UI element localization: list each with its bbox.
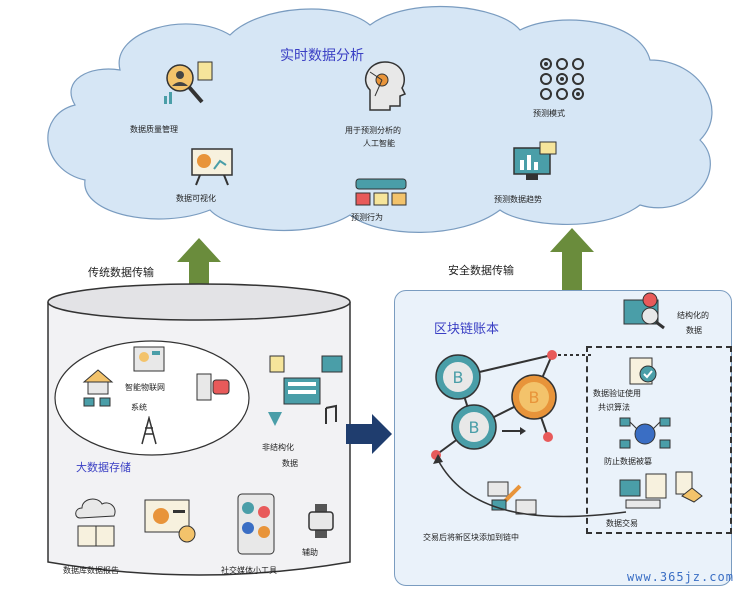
anti-tamper-label: 防止数据被篡 bbox=[604, 457, 652, 466]
append-label: 交易后将新区块添加到链中 bbox=[423, 533, 519, 542]
social-phone-icon bbox=[237, 493, 275, 555]
traditional-transfer-arrow bbox=[177, 238, 221, 308]
pattern-grid-icon bbox=[540, 58, 584, 100]
iot-server-icon bbox=[196, 373, 230, 401]
database-cloud-icon bbox=[75, 498, 116, 547]
append-curve-arrow bbox=[433, 454, 627, 518]
traditional-transfer-label: 传统数据传输 bbox=[88, 266, 154, 279]
unstructured-label-line2: 数据 bbox=[282, 459, 298, 468]
anti-tamper-network-icon bbox=[619, 417, 671, 449]
to-blockchain-arrow bbox=[346, 414, 392, 454]
ai-label-line1: 用于预测分析的 bbox=[345, 126, 401, 135]
power-tower-icon bbox=[141, 416, 157, 445]
handshake-document-icon bbox=[675, 471, 703, 503]
structured-label-line1: 结构化的 bbox=[677, 311, 709, 320]
consensus-label-line2: 共识算法 bbox=[598, 403, 630, 412]
trend-monitor-icon bbox=[513, 141, 557, 180]
cloud-title: 实时数据分析 bbox=[280, 48, 364, 64]
ai-head-icon bbox=[364, 61, 407, 111]
behavior-blocks-icon bbox=[355, 178, 407, 206]
trend-label: 预测数据趋势 bbox=[494, 195, 542, 204]
structured-data-icon bbox=[623, 292, 665, 330]
consensus-clipboard-icon bbox=[629, 357, 657, 385]
smart-home-icon bbox=[82, 369, 114, 407]
ai-label-line2: 人工智能 bbox=[363, 139, 395, 148]
big-data-title: 大数据存储 bbox=[76, 461, 131, 474]
iot-device-icon bbox=[133, 346, 165, 372]
blockchain-title: 区块链账本 bbox=[434, 322, 500, 337]
visualization-board-icon bbox=[191, 148, 233, 186]
aux-label: 辅助 bbox=[302, 548, 318, 557]
new-block-chain-icon bbox=[487, 481, 537, 515]
data-trade-icon bbox=[619, 473, 667, 509]
iot-ellipse bbox=[54, 340, 250, 456]
smartwatch-icon bbox=[308, 504, 334, 538]
svg-text:B: B bbox=[529, 388, 540, 407]
svg-text:B: B bbox=[469, 418, 480, 437]
quality-label: 数据质量管理 bbox=[130, 125, 178, 134]
iot-label-line1: 智能物联网 bbox=[125, 383, 165, 392]
blockchain-panel bbox=[394, 290, 732, 586]
pattern-label: 预测模式 bbox=[533, 109, 565, 118]
db-report-label: 数据库数据报告 bbox=[63, 566, 119, 575]
unstructured-label-line1: 非结构化 bbox=[262, 443, 294, 452]
secure-transfer-arrow bbox=[550, 228, 594, 316]
watermark: www.365jz.com bbox=[627, 570, 734, 584]
blockchain-network-graph: B B B bbox=[431, 350, 592, 460]
unstructured-data-icon bbox=[268, 355, 343, 426]
secure-transfer-label: 安全数据传输 bbox=[448, 264, 514, 277]
report-board-icon bbox=[144, 499, 196, 543]
behavior-label: 预测行为 bbox=[351, 213, 383, 222]
structured-label-line2: 数据 bbox=[686, 326, 702, 335]
iot-label-line2: 系统 bbox=[131, 403, 147, 412]
consensus-label-line1: 数据验证使用 bbox=[593, 389, 641, 398]
social-label: 社交媒体小工具 bbox=[221, 566, 277, 575]
quality-management-icon bbox=[164, 61, 213, 104]
visualization-label: 数据可视化 bbox=[176, 194, 216, 203]
svg-text:B: B bbox=[453, 368, 464, 387]
trade-label: 数据交易 bbox=[606, 519, 638, 528]
validation-dashed-box bbox=[586, 346, 732, 534]
